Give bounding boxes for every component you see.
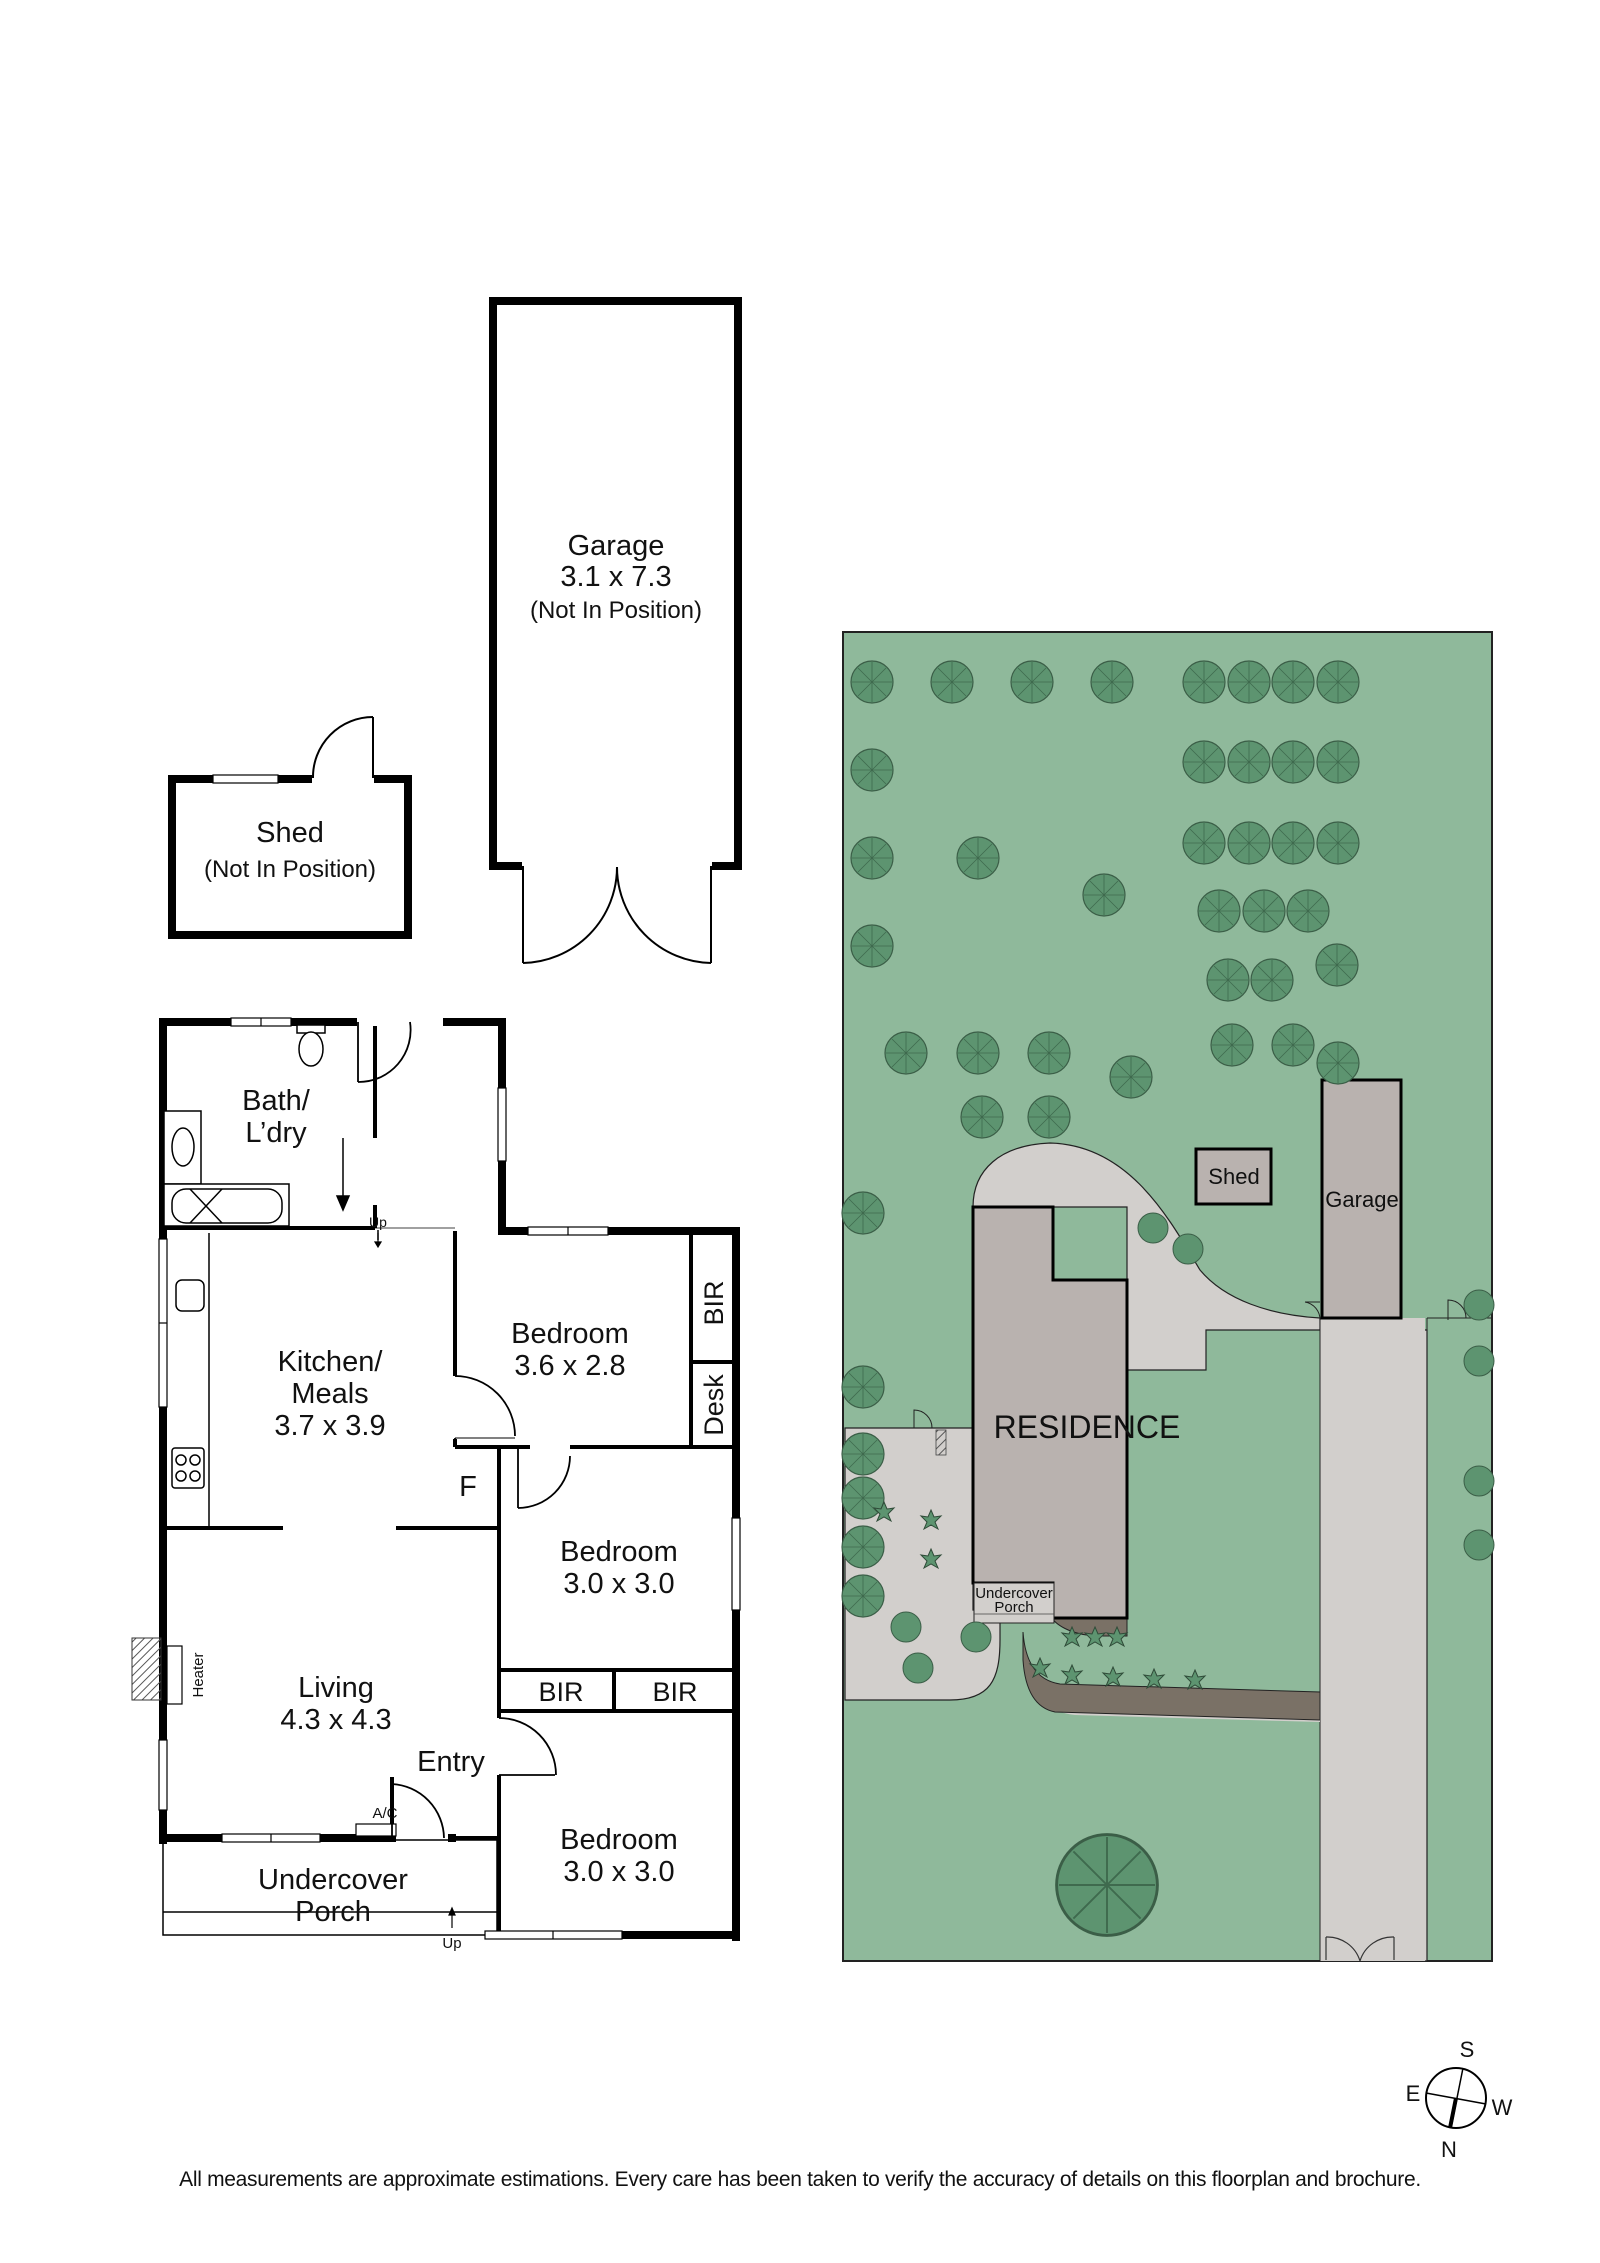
entry-label: Entry <box>417 1746 485 1778</box>
kitchen-label-2: Meals <box>291 1378 368 1410</box>
bedroom3-name: Bedroom <box>560 1824 678 1856</box>
porch-label-2: Porch <box>295 1896 371 1928</box>
compass-north: N <box>1441 2137 1457 2162</box>
garage-floorplan: Garage 3.1 x 7.3 (Not In Position) <box>489 297 742 964</box>
passage-door-icon <box>357 1018 443 1083</box>
shed-note: (Not In Position) <box>204 856 376 883</box>
shed-name: Shed <box>256 817 324 849</box>
kitchen-label-1: Kitchen/ <box>278 1346 384 1378</box>
bedroom1-name: Bedroom <box>511 1318 629 1350</box>
shed-door-icon <box>311 716 374 779</box>
fridge-label: F <box>459 1471 477 1503</box>
front-gate-icon <box>1325 1936 1395 1962</box>
shed-window-icon <box>212 774 279 784</box>
kitchen-bench <box>171 1233 210 1528</box>
site-porch-label-2: Porch <box>994 1599 1033 1616</box>
up-arrow-icon-bottom <box>448 1906 456 1928</box>
ac-label: A/C <box>372 1805 397 1822</box>
bir-vertical-label: BIR <box>699 1280 729 1325</box>
site-garage-label: Garage <box>1325 1187 1398 1212</box>
bath-label-1: Bath/ <box>242 1085 311 1117</box>
up-arrow-icon-top <box>373 1233 383 1249</box>
bedroom3-size: 3.0 x 3.0 <box>563 1856 674 1888</box>
residence-label: RESIDENCE <box>994 1409 1181 1445</box>
up-label-bottom: Up <box>442 1935 461 1952</box>
site-garage <box>1320 1078 1403 1320</box>
doors <box>391 1375 571 1839</box>
windows <box>158 1017 741 1940</box>
site-shed-label: Shed <box>1208 1164 1259 1189</box>
desk-label: Desk <box>699 1374 729 1436</box>
heater-label: Heater <box>190 1652 207 1697</box>
heater-icon <box>166 1645 183 1705</box>
cooktop-icon <box>171 1447 205 1489</box>
bir-left-label: BIR <box>538 1677 583 1707</box>
bath-label-2: L’dry <box>245 1117 307 1149</box>
disclaimer-text: All measurements are approximate estimat… <box>179 2168 1421 2191</box>
compass-south: S <box>1460 2037 1475 2062</box>
site-plan: RESIDENCE Undercover Porch Shed Garage <box>841 631 1495 1962</box>
compass-icon: S E W N <box>1406 2037 1513 2162</box>
heater-hearth-icon <box>131 1637 162 1701</box>
bedroom2-name: Bedroom <box>560 1536 678 1568</box>
bedroom2-size: 3.0 x 3.0 <box>563 1568 674 1600</box>
site-shed <box>1194 1147 1273 1206</box>
compass-east: E <box>1406 2081 1421 2106</box>
porch-label-1: Undercover <box>258 1864 408 1896</box>
living-size: 4.3 x 4.3 <box>280 1704 391 1736</box>
bedroom1-size: 3.6 x 2.8 <box>514 1350 625 1382</box>
bath-fixtures <box>163 1024 326 1227</box>
compass-west: W <box>1492 2095 1513 2120</box>
garage-note: (Not In Position) <box>530 597 702 624</box>
house-floorplan: Up Heater <box>131 1017 741 1952</box>
up-label-top: Up <box>369 1214 387 1230</box>
kitchen-size: 3.7 x 3.9 <box>274 1410 385 1442</box>
site-porch-label-1: Undercover <box>975 1585 1053 1602</box>
shed-floorplan: Shed (Not In Position) <box>168 716 412 939</box>
garage-double-door-icon <box>522 866 712 964</box>
living-name: Living <box>298 1672 374 1704</box>
bir-right-label: BIR <box>652 1677 697 1707</box>
garage-name: Garage <box>568 530 665 562</box>
ac-unit-icon <box>355 1823 397 1837</box>
garage-size: 3.1 x 7.3 <box>560 561 671 593</box>
